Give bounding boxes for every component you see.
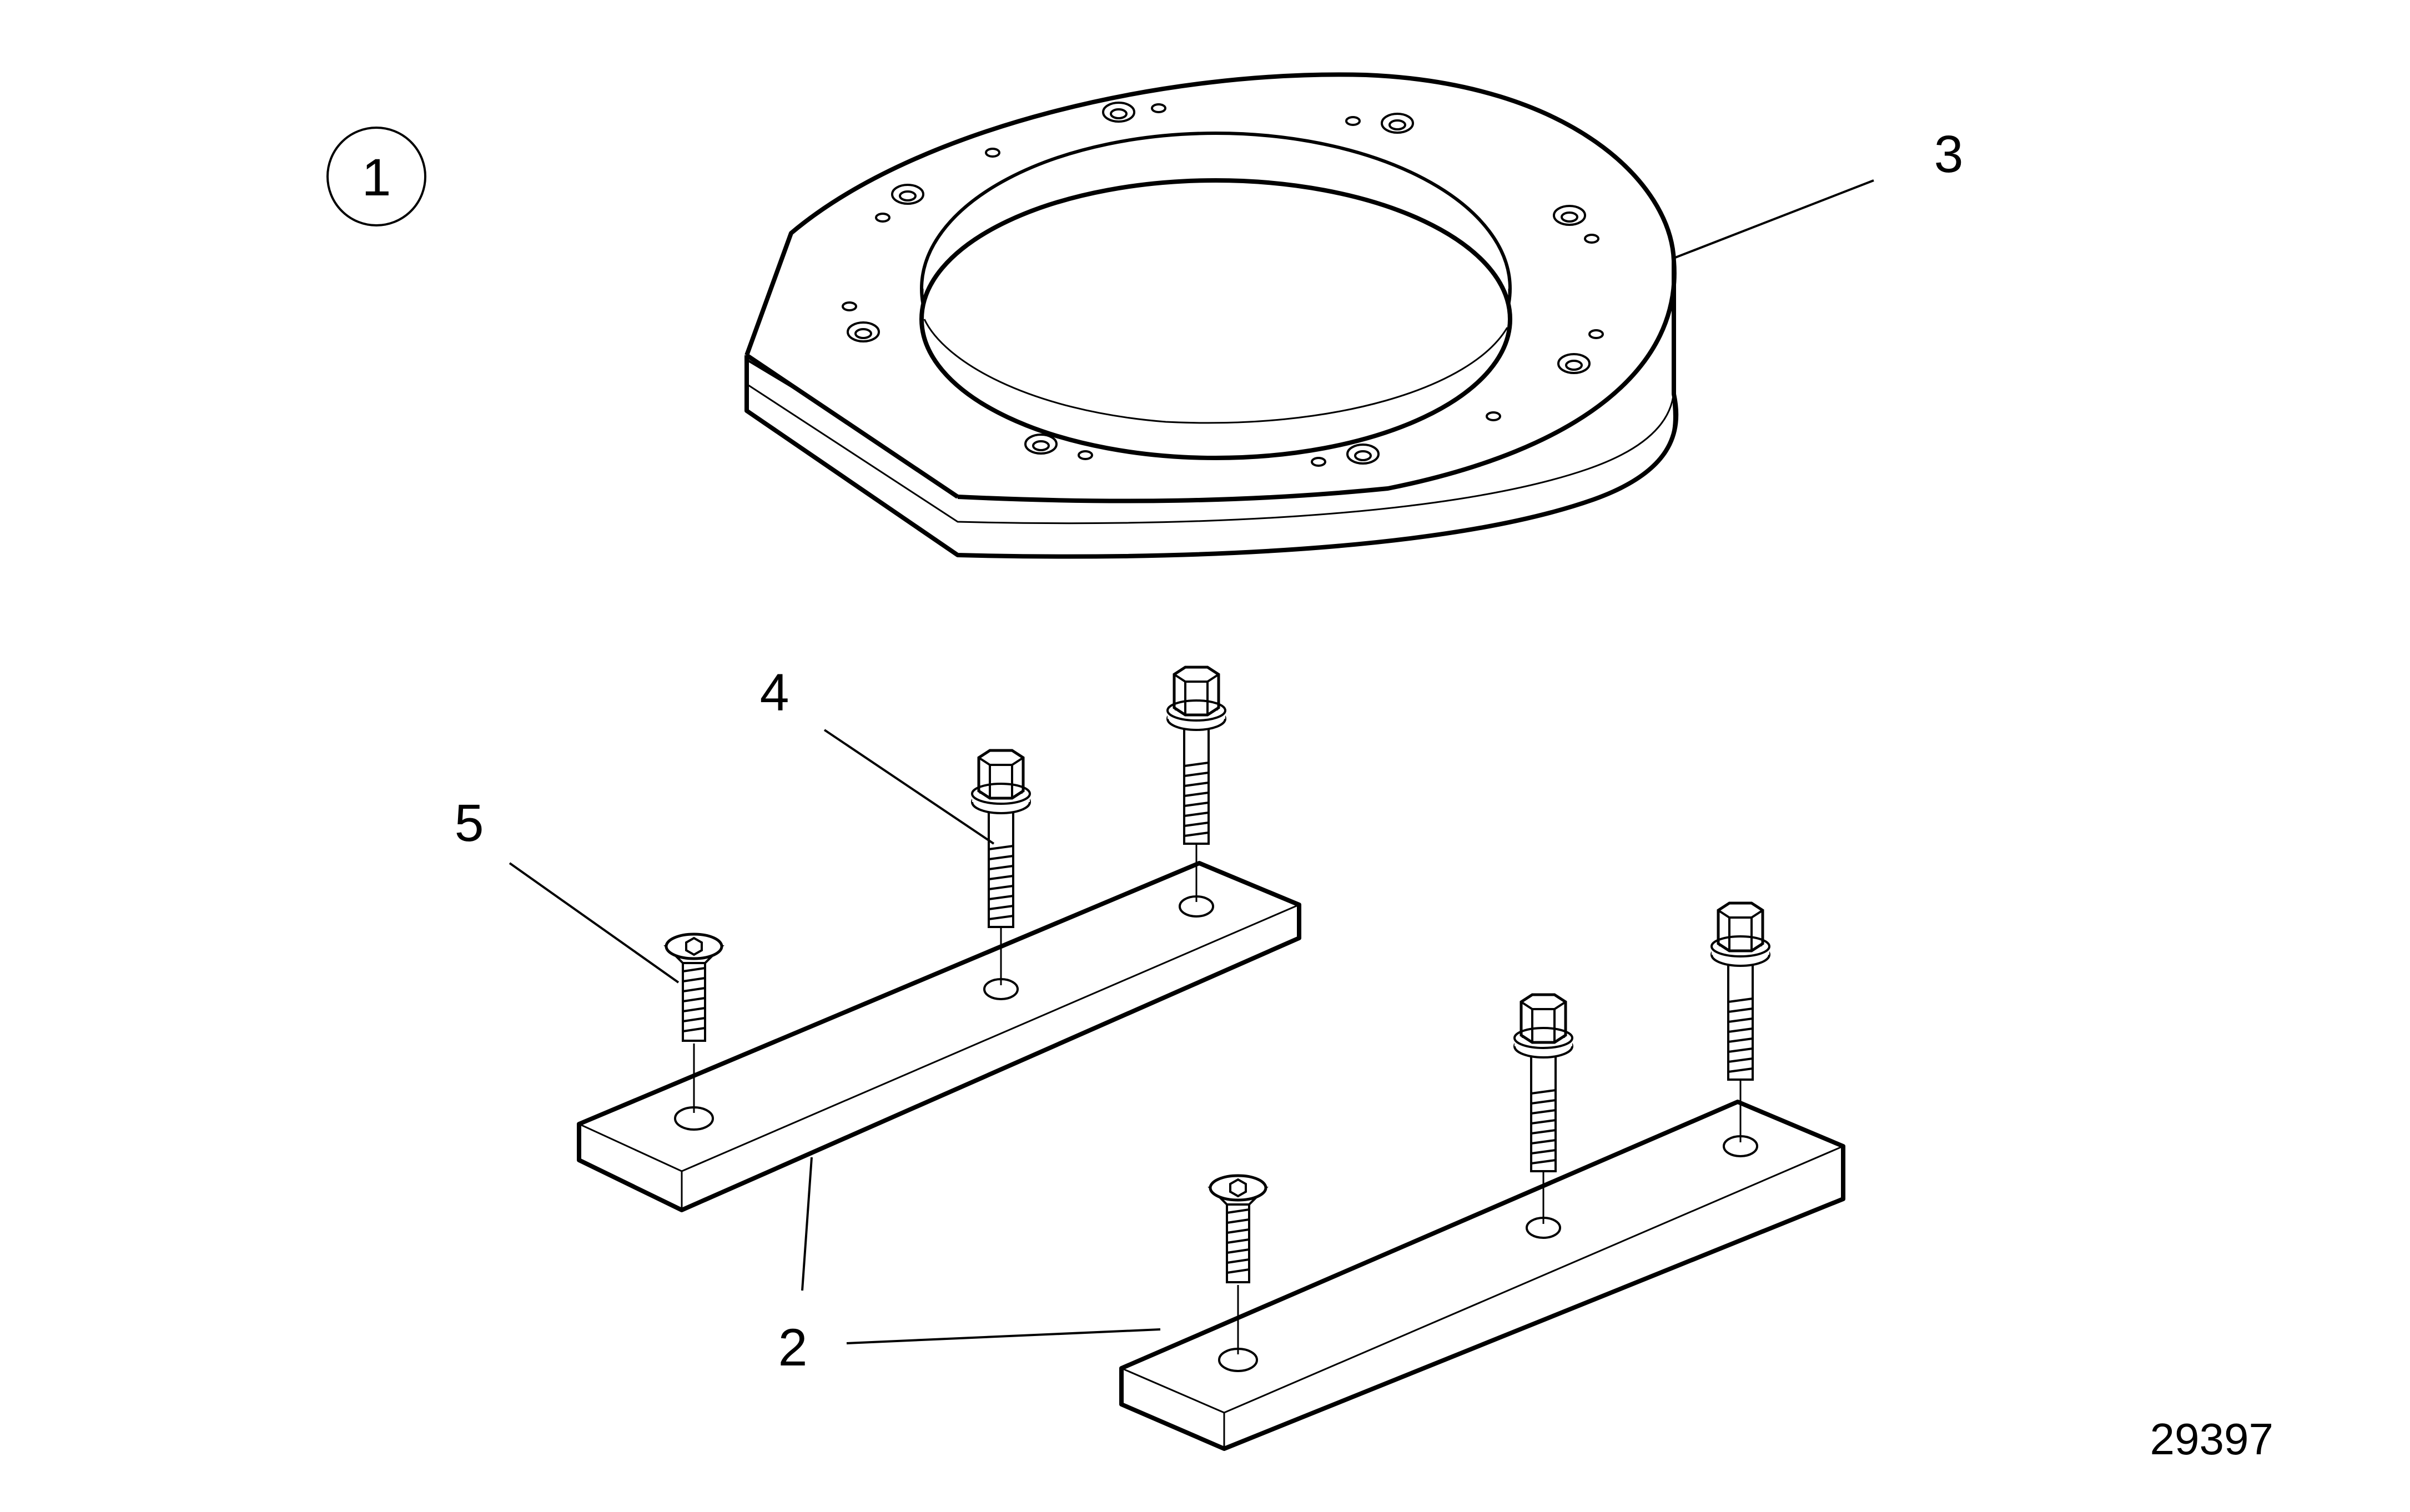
support-bar	[1119, 1100, 1845, 1451]
callouts: 3 4 5 2	[455, 125, 1964, 1377]
plate-hole	[847, 321, 880, 342]
countersunk-screw	[666, 934, 722, 1041]
drawing-number: 29397	[2150, 1414, 2273, 1464]
countersunk-screw	[1210, 1176, 1266, 1282]
plate-hole	[1553, 205, 1586, 226]
callout-label-3: 3	[1934, 125, 1964, 184]
plate-hole	[891, 184, 924, 205]
flange-bolt	[1712, 903, 1769, 1080]
plate-hole	[1024, 434, 1058, 455]
flange-bolt	[1515, 995, 1572, 1171]
view-number: 1	[362, 148, 391, 207]
callout-label-2: 2	[778, 1318, 808, 1377]
plate-hole	[1102, 102, 1135, 123]
plate-holes	[842, 102, 1604, 467]
plate-hole	[1346, 443, 1380, 465]
flange-bolt	[1168, 667, 1225, 844]
callout-label-5: 5	[455, 794, 484, 853]
flange-bolt	[972, 750, 1030, 927]
plate-hole	[1557, 353, 1591, 374]
callout-label-4: 4	[760, 663, 789, 722]
plate-hole	[1381, 113, 1414, 134]
mounting-plate	[744, 72, 1679, 559]
support-bar	[577, 861, 1301, 1212]
view-number-marker: 1	[326, 127, 426, 226]
